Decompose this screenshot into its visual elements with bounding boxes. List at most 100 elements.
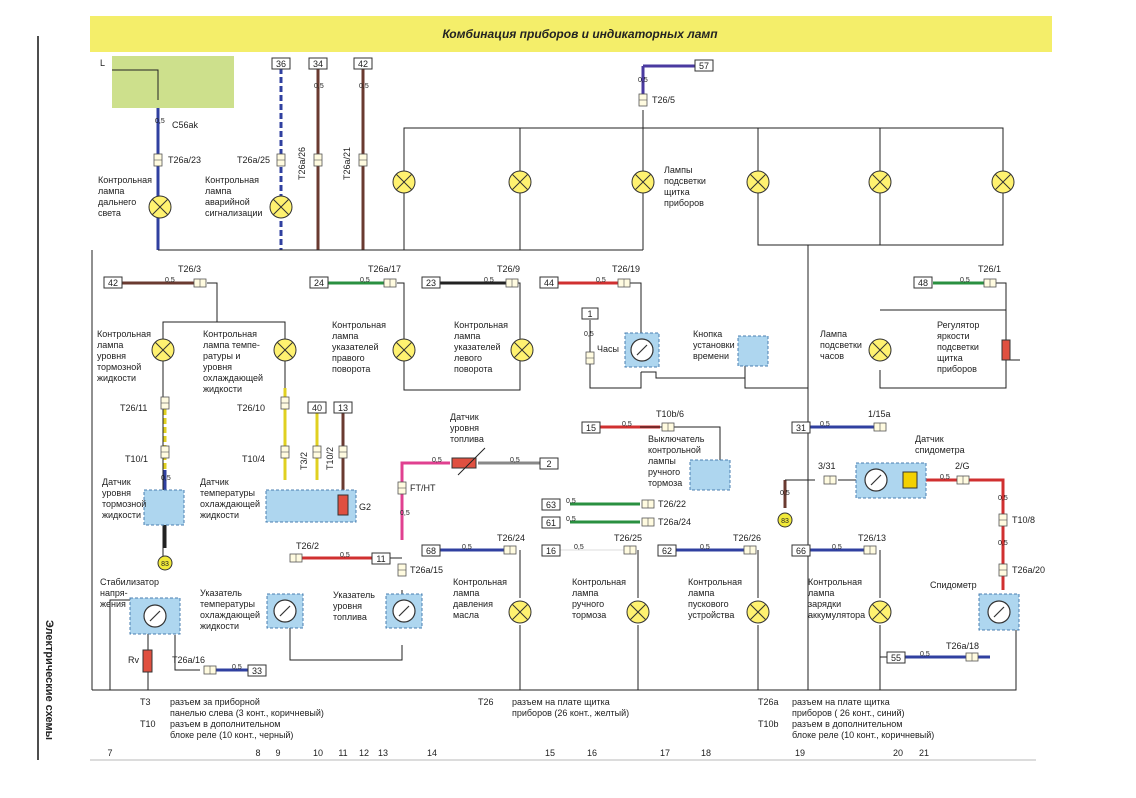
svg-text:0,5: 0,5 [820, 421, 830, 428]
title-bar [90, 16, 1052, 52]
svg-text:0,5: 0,5 [161, 475, 171, 482]
brake-sensor-box [143, 489, 185, 526]
svg-text:0,5: 0,5 [484, 277, 494, 284]
svg-text:36: 36 [276, 59, 286, 69]
svg-text:0,5: 0,5 [566, 516, 576, 523]
speedometer-symbol [987, 600, 1011, 624]
g2-resistor [337, 494, 349, 516]
panel-lamp-6 [991, 170, 1015, 194]
svg-text:1: 1 [587, 309, 592, 319]
ruler-mark: 21 [919, 748, 929, 758]
svg-text:T26/11: T26/11 [120, 403, 147, 413]
svg-text:0,5: 0,5 [340, 552, 350, 559]
svg-text:0,5: 0,5 [940, 474, 950, 481]
svg-text:13: 13 [338, 403, 348, 413]
svg-text:23: 23 [426, 278, 436, 288]
brake-fluid-lamp [151, 338, 175, 362]
svg-text:0,5: 0,5 [232, 664, 242, 671]
svg-text:0,5: 0,5 [920, 651, 930, 658]
speed-sensor-magnet [902, 471, 918, 489]
svg-text:24: 24 [314, 278, 324, 288]
ruler-mark: 18 [701, 748, 711, 758]
svg-text:T10/4: T10/4 [242, 454, 265, 464]
svg-text:48: 48 [918, 278, 928, 288]
svg-text:T10: T10 [140, 719, 156, 729]
svg-text:0,5: 0,5 [638, 77, 648, 84]
svg-text:T26: T26 [478, 697, 494, 707]
svg-text:T26/9: T26/9 [497, 264, 520, 274]
svg-text:57: 57 [699, 61, 709, 71]
svg-text:63: 63 [546, 500, 556, 510]
svg-text:34: 34 [313, 59, 323, 69]
panel-lamp-2 [508, 170, 532, 194]
ruler-mark: 11 [338, 748, 347, 758]
ruler-mark: 7 [107, 748, 112, 758]
svg-text:T26a/26: T26a/26 [297, 147, 307, 180]
switch-label: L [100, 58, 105, 68]
panel-lamp-1 [392, 170, 416, 194]
diagram-title: Комбинация приборов и индикаторных ламп [442, 27, 718, 41]
svg-text:0,5: 0,5 [998, 540, 1008, 547]
clock-light-lamp [868, 338, 892, 362]
svg-text:0,5: 0,5 [359, 83, 369, 90]
svg-text:44: 44 [544, 278, 554, 288]
svg-text:T26/19: T26/19 [612, 264, 640, 274]
svg-text:0,5: 0,5 [700, 544, 710, 551]
ruler-mark: 20 [893, 748, 903, 758]
ruler-mark: 19 [795, 748, 805, 758]
panel-lamp-3 [631, 170, 655, 194]
svg-text:T10b/6: T10b/6 [656, 409, 684, 419]
svg-text:T26/3: T26/3 [178, 264, 201, 274]
ground-83-left: 83 [157, 555, 173, 571]
svg-text:T26a/17: T26a/17 [368, 264, 401, 274]
ruler-mark: 14 [427, 748, 437, 758]
svg-text:T26/10: T26/10 [237, 403, 265, 413]
svg-text:T26/5: T26/5 [652, 95, 675, 105]
svg-text:16: 16 [546, 546, 556, 556]
svg-text:T26a/23: T26a/23 [168, 155, 201, 165]
svg-text:0,5: 0,5 [510, 457, 520, 464]
label-speedometer: Спидометр [930, 580, 977, 590]
handbrake-switch-box [689, 459, 731, 491]
svg-text:55: 55 [891, 653, 901, 663]
svg-text:0,5: 0,5 [462, 544, 472, 551]
svg-text:1/15a: 1/15a [868, 409, 891, 419]
ruler-mark: 15 [545, 748, 555, 758]
svg-text:T26/13: T26/13 [858, 533, 886, 543]
svg-text:31: 31 [796, 423, 806, 433]
oil-pressure-lamp [508, 600, 532, 624]
ruler-mark: 9 [275, 748, 280, 758]
svg-text:0,5: 0,5 [622, 421, 632, 428]
svg-text:T10/1: T10/1 [125, 454, 148, 464]
svg-text:42: 42 [358, 59, 368, 69]
stabilizer-symbol [143, 604, 167, 628]
side-label: Электрические схемы [43, 620, 55, 740]
svg-text:0,5: 0,5 [596, 277, 606, 284]
high-beam-lamp [148, 195, 172, 219]
svg-text:15: 15 [586, 423, 596, 433]
svg-text:0,5: 0,5 [360, 277, 370, 284]
svg-text:0,5: 0,5 [832, 544, 842, 551]
svg-text:T26a/20: T26a/20 [1012, 565, 1045, 575]
svg-text:T3/2: T3/2 [299, 452, 309, 470]
svg-text:T26a: T26a [758, 697, 779, 707]
svg-text:33: 33 [252, 666, 262, 676]
